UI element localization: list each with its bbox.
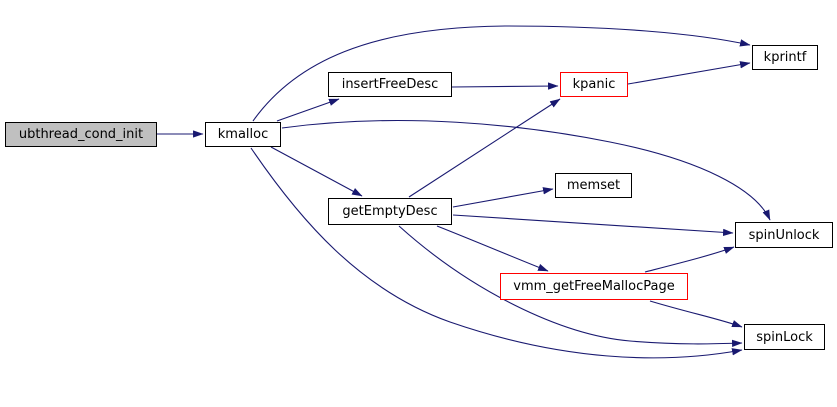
node-spinUnlock[interactable]: spinUnlock (735, 222, 833, 248)
edge-getEmptyDesc-to-vmm_getFreeMallocPage (436, 225, 549, 272)
node-ubthread_cond_init: ubthread_cond_init (5, 122, 157, 147)
edge-vmm_getFreeMallocPage-to-spinUnlock (644, 246, 735, 273)
node-spinLock[interactable]: spinLock (744, 324, 825, 350)
edge-kmalloc-to-kprintf (252, 25, 751, 122)
node-kprintf[interactable]: kprintf (752, 45, 818, 70)
edge-vmm_getFreeMallocPage-to-spinLock (649, 300, 743, 328)
node-insertFreeDesc[interactable]: insertFreeDesc (328, 72, 452, 97)
node-kmalloc[interactable]: kmalloc (205, 122, 281, 147)
node-vmm_getFreeMallocPage[interactable]: vmm_getFreeMallocPage (500, 273, 688, 300)
edge-kmalloc-to-spinUnlock (281, 119, 771, 221)
edges-group (157, 25, 771, 359)
edge-getEmptyDesc-to-memset (452, 187, 554, 208)
edge-getEmptyDesc-to-spinLock (398, 225, 743, 348)
node-memset[interactable]: memset (555, 173, 632, 198)
edge-kmalloc-to-spinLock (250, 147, 743, 359)
edge-insertFreeDesc-to-kpanic (451, 82, 559, 90)
node-kpanic[interactable]: kpanic (560, 72, 628, 97)
edge-kmalloc-to-insertFreeDesc (276, 98, 340, 122)
edge-getEmptyDesc-to-spinUnlock (452, 214, 734, 237)
node-getEmptyDesc[interactable]: getEmptyDesc (328, 198, 452, 225)
edge-kmalloc-to-getEmptyDesc (270, 146, 363, 197)
edge-kpanic-to-kprintf (627, 61, 751, 85)
edge-getEmptyDesc-to-kpanic (408, 98, 561, 198)
